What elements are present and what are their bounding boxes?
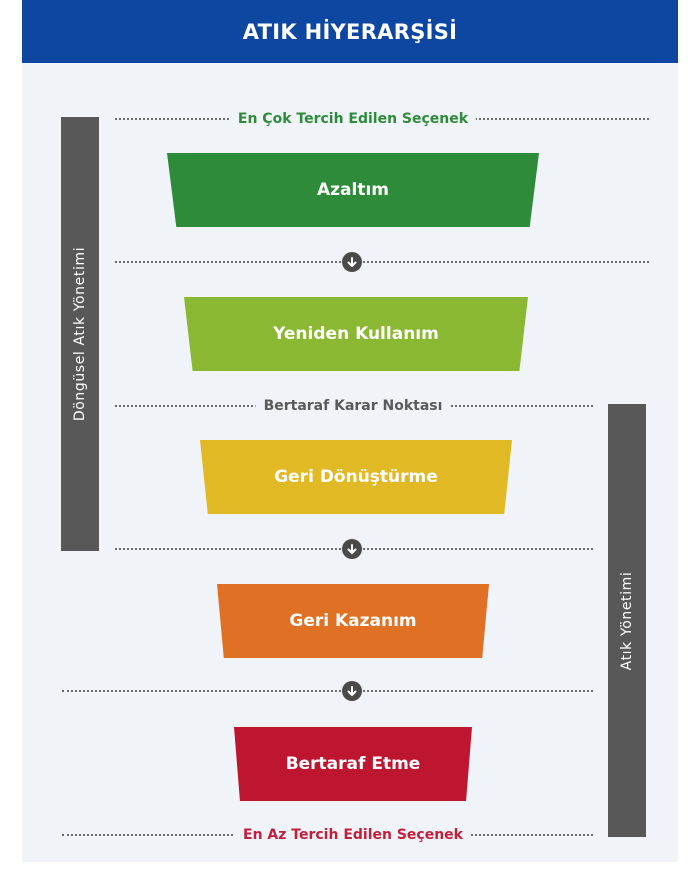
stage-recycling: Geri Dönüştürme — [200, 440, 512, 514]
diagram-panel — [22, 0, 678, 862]
arrow-down-icon — [342, 252, 362, 272]
dotted-separator — [115, 261, 649, 263]
stage-label: Bertaraf Etme — [285, 754, 421, 774]
stage-label: Geri Dönüştürme — [274, 467, 438, 487]
left-side-bar-label: Döngüsel Atık Yönetimi — [72, 246, 88, 422]
stage-label: Geri Kazanım — [289, 611, 417, 631]
least-preferred-label: En Az Tercih Edilen Seçenek — [235, 827, 471, 843]
arrow-down-icon — [342, 681, 362, 701]
page-title: ATIK HİYERARŞİSİ — [242, 19, 458, 44]
stage-label: Azaltım — [316, 180, 390, 200]
dotted-separator — [62, 690, 593, 692]
stage-reuse: Yeniden Kullanım — [184, 297, 528, 371]
stage-disposal: Bertaraf Etme — [234, 727, 472, 801]
arrow-down-icon — [342, 539, 362, 559]
stage-label: Yeniden Kullanım — [273, 324, 439, 344]
decision-point-label: Bertaraf Karar Noktası — [255, 398, 451, 414]
stage-reduction: Azaltım — [167, 153, 539, 227]
header-bar: ATIK HİYERARŞİSİ — [22, 0, 678, 63]
left-side-bar: Döngüsel Atık Yönetimi — [61, 117, 99, 551]
most-preferred-label: En Çok Tercih Edilen Seçenek — [229, 111, 477, 127]
stage-recovery: Geri Kazanım — [217, 584, 489, 658]
right-side-bar-label: Atık Yönetimi — [619, 571, 635, 670]
right-side-bar: Atık Yönetimi — [608, 404, 646, 837]
